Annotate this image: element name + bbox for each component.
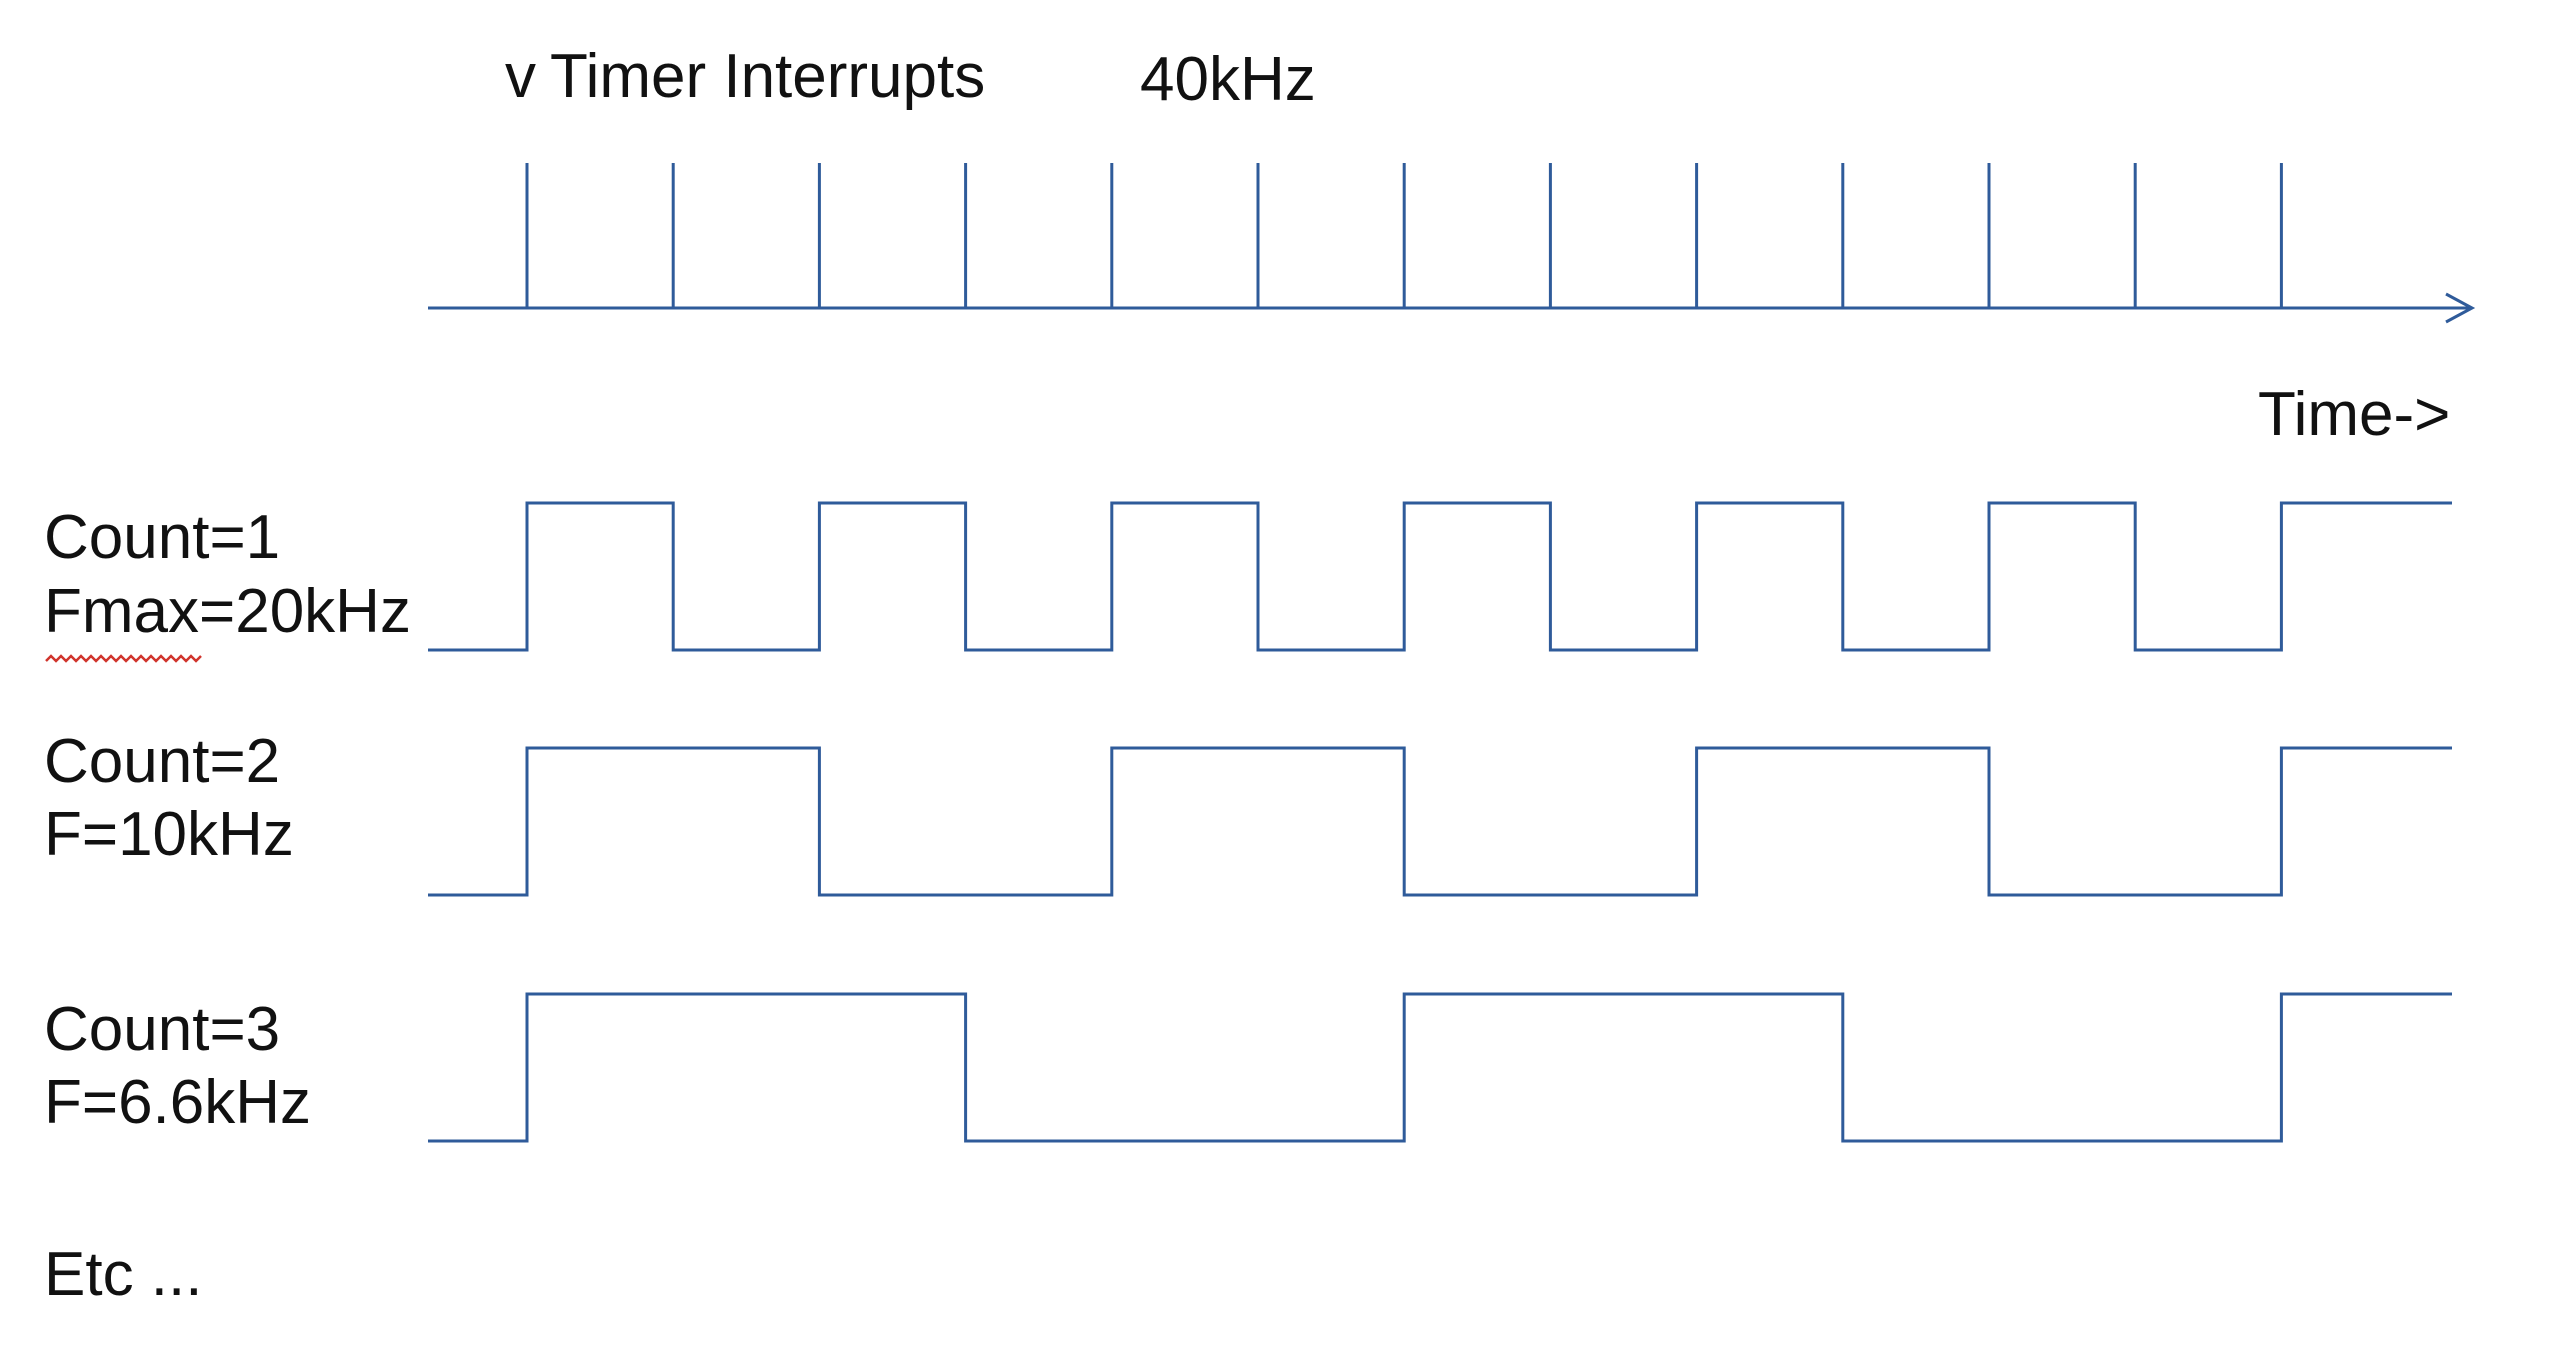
time-axis-label: Time-> <box>2258 380 2450 449</box>
waveform-count-2 <box>428 746 2452 897</box>
waveform-1-frequency-label: Fmax=20kHz <box>44 577 411 646</box>
waveform-count-3 <box>428 992 2452 1143</box>
waveform-3-count-label: Count=3 <box>44 995 280 1064</box>
time-axis-arrowhead <box>2445 292 2476 324</box>
waveform-count-1 <box>428 501 2452 652</box>
spellcheck-underline <box>45 654 202 663</box>
waveform-2-frequency-label: F=10kHz <box>44 800 294 869</box>
waveform-2-count-label: Count=2 <box>44 727 280 796</box>
interrupt-ticks <box>525 163 2283 308</box>
title-text: Timer Interrupts <box>550 42 985 111</box>
interrupt-timeline <box>428 163 2476 324</box>
etc-note: Etc ... <box>44 1240 202 1309</box>
title-frequency: 40kHz <box>1140 45 1316 114</box>
title-prefix: v <box>505 42 536 111</box>
waveform-3-frequency-label: F=6.6kHz <box>44 1068 311 1137</box>
waveform-1-count-label: Count=1 <box>44 503 280 572</box>
